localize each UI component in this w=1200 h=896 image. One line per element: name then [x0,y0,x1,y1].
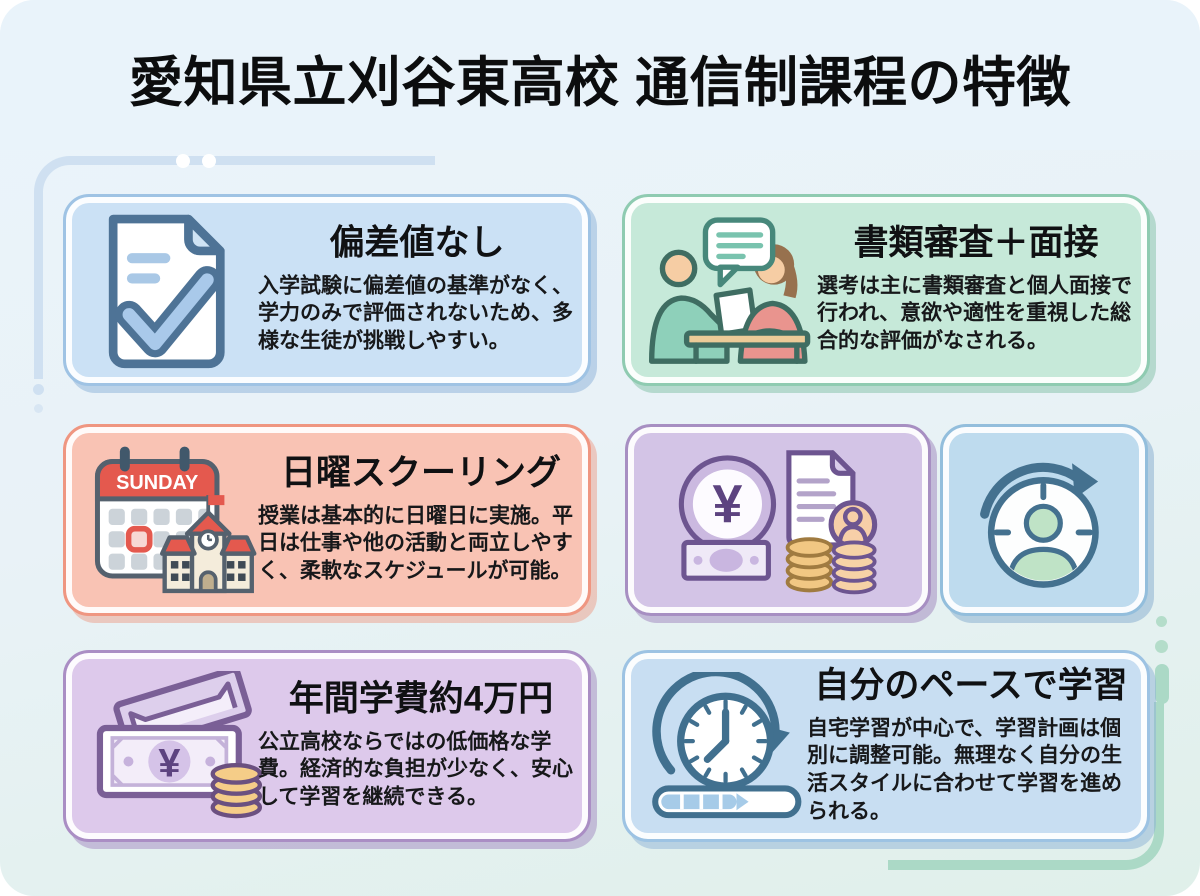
interview-icon [649,213,817,367]
deco-dot [176,154,190,168]
deco-pill [1155,664,1169,704]
card-self-paced-learning: 自分のペースで学習 自宅学習が中心で、学習計画は個別に調整可能。無理なく自分の生… [622,650,1150,842]
clock-progress-icon [649,667,807,820]
card-title: 偏差値なし [329,223,505,263]
corner-line-top-left [34,156,435,379]
card-title: 自分のペースで学習 [814,665,1128,705]
card-sunday-schooling: SUNDAY [63,424,591,616]
calendar-sunday-label: SUNDAY [116,472,198,494]
yen-symbol: ¥ [158,741,180,785]
card-tuition-money-documents: ¥ [625,424,931,616]
card-body: 選考は主に書類審査と個人面接で行われ、意欲や適性を重視した総合的な評価がなされる… [817,274,1132,353]
sunday-calendar-school-icon: SUNDAY [90,441,258,599]
card-title: 年間学費約4万円 [288,679,554,719]
card-self-paced-person [940,424,1148,616]
card-text-block: 年間学費約4万円 公立高校ならではの低価格な学費。経済的な負担が少なく、安心して… [258,679,584,812]
card-text-block: 自分のペースで学習 自宅学習が中心で、学習計画は個別に調整可能。無理なく自分の生… [807,665,1135,825]
card-title: 日曜スクーリング [280,453,561,493]
card-body: 公立高校ならではの低価格な学費。経済的な負担が少なく、安心して学習を継続できる。 [258,730,573,809]
deco-dot [34,404,43,413]
yen-coin-document-coins-icon: ¥ [658,440,898,600]
deco-dot [33,384,44,395]
deco-dot [1155,640,1168,653]
corner-line-bottom-right [888,702,1164,870]
card-text-block: 偏差値なし 入学試験に偏差値の基準がなく、学力のみで評価されないため、多様な生徒… [258,223,576,356]
deco-dot [1156,616,1167,627]
card-body: 授業は基本的に日曜日に実施。平日は仕事や他の活動と両立しやすく、柔軟なスケジュー… [258,504,573,583]
card-text-block: 書類審査＋面接 選考は主に書類審査と個人面接で行われ、意欲や適性を重視した総合的… [817,223,1135,356]
deco-dot [202,154,216,168]
person-clock-rotate-icon [969,445,1119,595]
card-body: 入学試験に偏差値の基準がなく、学力のみで評価されないため、多様な生徒が挑戦しやす… [258,274,573,353]
yen-banknotes-coins-icon: ¥ [90,666,276,821]
card-screening-interview: 書類審査＋面接 選考は主に書類審査と個人面接で行われ、意欲や適性を重視した総合的… [622,194,1150,386]
header-band [0,0,1200,150]
card-body: 自宅学習が中心で、学習計画は個別に調整可能。無理なく自分の生活スタイルに合わせて… [807,716,1122,823]
card-title: 書類審査＋面接 [853,223,1099,263]
yen-symbol: ¥ [712,474,742,534]
card-no-deviation-score: 偏差値なし 入学試験に偏差値の基準がなく、学力のみで評価されないため、多様な生徒… [63,194,591,386]
card-annual-tuition: ¥ 年間学費約4万円 公立高校ならではの低価格な学費。経済的な負担が少なく、安心… [63,650,591,842]
page-title: 愛知県立刈谷東高校 通信制課程の特徴 [128,53,1071,113]
document-check-icon [90,210,242,370]
card-text-block: 日曜スクーリング 授業は基本的に日曜日に実施。平日は仕事や他の活動と両立しやすく… [258,453,584,586]
